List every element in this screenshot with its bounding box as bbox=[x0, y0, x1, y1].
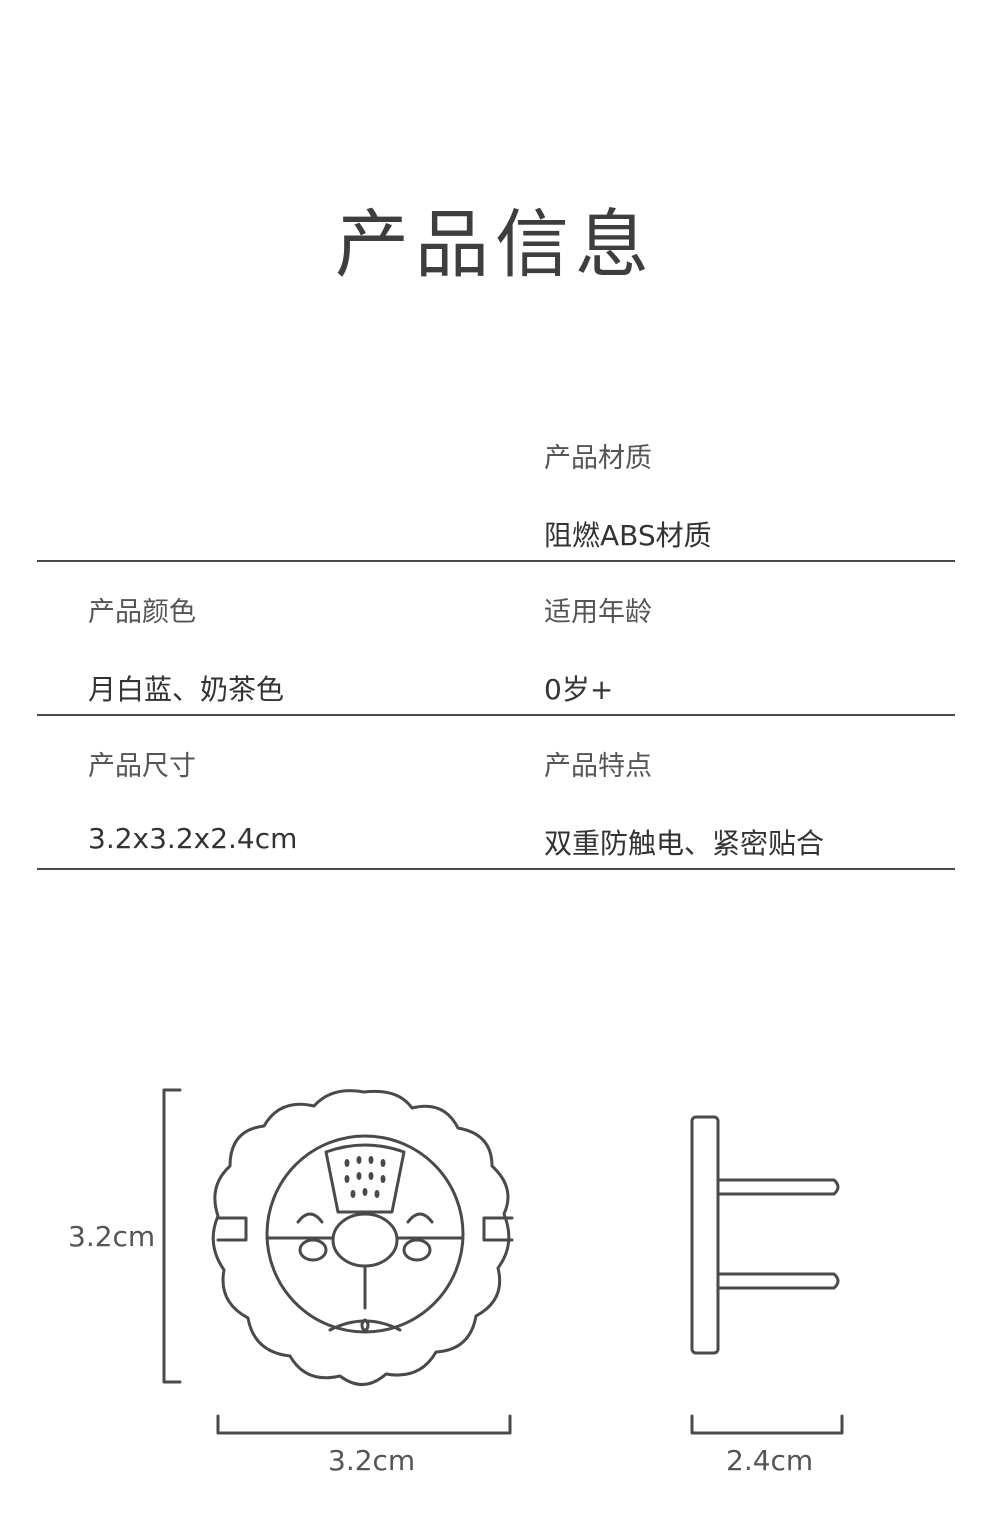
material-label: 产品材质 bbox=[544, 443, 652, 474]
color-label: 产品颜色 bbox=[88, 597, 196, 628]
row-divider bbox=[37, 560, 955, 562]
features-label: 产品特点 bbox=[544, 751, 652, 782]
height-dimension-label: 3.2cm bbox=[68, 1220, 156, 1253]
side-plate bbox=[690, 1115, 720, 1355]
material-value: 阻燃ABS材质 bbox=[544, 519, 712, 552]
left-eye bbox=[296, 1212, 324, 1224]
left-cheek bbox=[298, 1238, 328, 1262]
lower-prong bbox=[716, 1272, 840, 1290]
scalloped-outline bbox=[211, 1089, 511, 1386]
width-dimension-label: 3.2cm bbox=[328, 1444, 416, 1477]
age-label: 适用年龄 bbox=[544, 597, 652, 628]
depth-bracket bbox=[690, 1414, 844, 1435]
depth-dimension-label: 2.4cm bbox=[726, 1444, 814, 1477]
features-value: 双重防触电、紧密贴合 bbox=[544, 827, 825, 860]
height-bracket bbox=[162, 1088, 182, 1384]
size-label: 产品尺寸 bbox=[88, 751, 196, 782]
right-cheek bbox=[402, 1238, 432, 1262]
spec-table: 产品材质 阻燃ABS材质 产品颜色 月白蓝、奶茶色 适用年龄 0岁+ 产品尺寸 … bbox=[37, 443, 955, 870]
socket-cover-front-view bbox=[211, 1089, 514, 1386]
row-divider bbox=[37, 714, 955, 716]
size-value: 3.2x3.2x2.4cm bbox=[88, 822, 298, 855]
row-divider bbox=[37, 868, 955, 870]
right-eye bbox=[406, 1212, 434, 1224]
width-bracket bbox=[216, 1414, 512, 1435]
socket-cover-side-view bbox=[690, 1115, 840, 1355]
age-value: 0岁+ bbox=[544, 673, 614, 706]
nose bbox=[331, 1212, 399, 1268]
vent-dots bbox=[344, 1156, 386, 1198]
page-title: 产品信息 bbox=[335, 202, 655, 288]
inner-face-circle bbox=[265, 1134, 465, 1334]
top-slot bbox=[324, 1143, 406, 1214]
color-value: 月白蓝、奶茶色 bbox=[88, 673, 285, 706]
upper-prong bbox=[716, 1178, 840, 1196]
